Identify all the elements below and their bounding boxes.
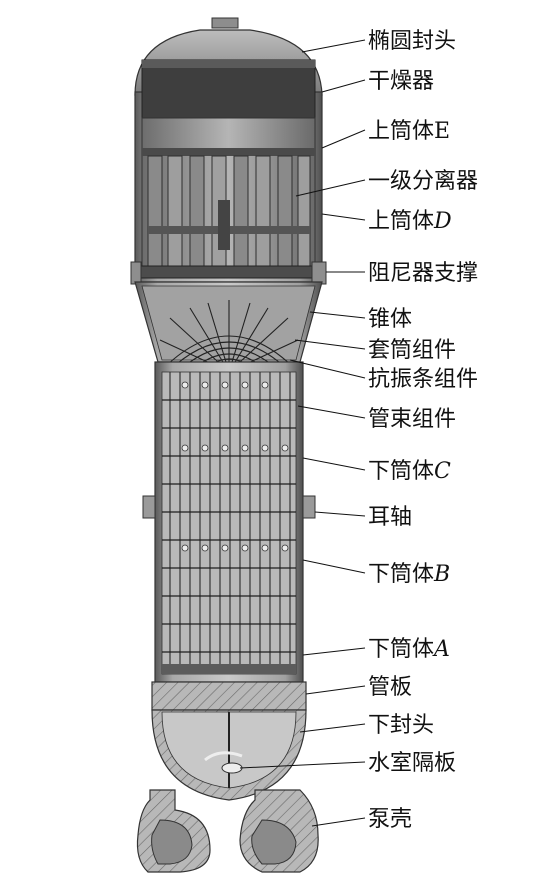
trunnion-right (302, 495, 316, 519)
leader-lines (239, 39, 366, 827)
cone (134, 281, 323, 373)
label-anti-vibration-bar: 抗振条组件 (368, 367, 478, 392)
label-trunnion: 耳轴 (368, 505, 412, 530)
lower-head (151, 709, 307, 801)
label-water-chamber-partition: 水室隔板 (368, 751, 456, 776)
label-lower-cylinder-a: 下筒体A (368, 637, 450, 662)
label-primary-separator: 一级分离器 (368, 169, 478, 194)
label-upper-cylinder-e: 上筒体E (368, 119, 450, 144)
tube-sheet (151, 681, 307, 711)
label-dryer: 干燥器 (368, 69, 434, 94)
label-pump-casing: 泵壳 (368, 807, 412, 832)
label-sleeve-assembly: 套筒组件 (368, 338, 456, 363)
upper-shell (130, 17, 327, 285)
dryer (141, 59, 316, 119)
label-tube-sheet: 管板 (368, 675, 412, 700)
label-elliptical-head: 椭圆封头 (368, 29, 456, 54)
label-damper-support: 阻尼器支撑 (368, 261, 478, 286)
label-lower-cylinder-c: 下筒体C (368, 459, 451, 484)
labels: 椭圆封头 干燥器 上筒体E 一级分离器 上筒体D 阻尼器支撑 锥体 套筒组件 抗… (368, 29, 478, 832)
label-lower-cylinder-b: 下筒体B (368, 562, 450, 587)
pump-casing (136, 789, 319, 873)
primary-separators (147, 155, 311, 267)
lower-shell (142, 361, 316, 683)
label-cone: 锥体 (368, 307, 412, 332)
damper-support (311, 261, 327, 285)
tube-bundle (161, 371, 297, 675)
label-upper-cylinder-d: 上筒体D (368, 209, 452, 234)
label-tube-bundle: 管束组件 (368, 407, 456, 432)
trunnion-left (142, 495, 156, 519)
label-lower-head: 下封头 (368, 713, 434, 738)
